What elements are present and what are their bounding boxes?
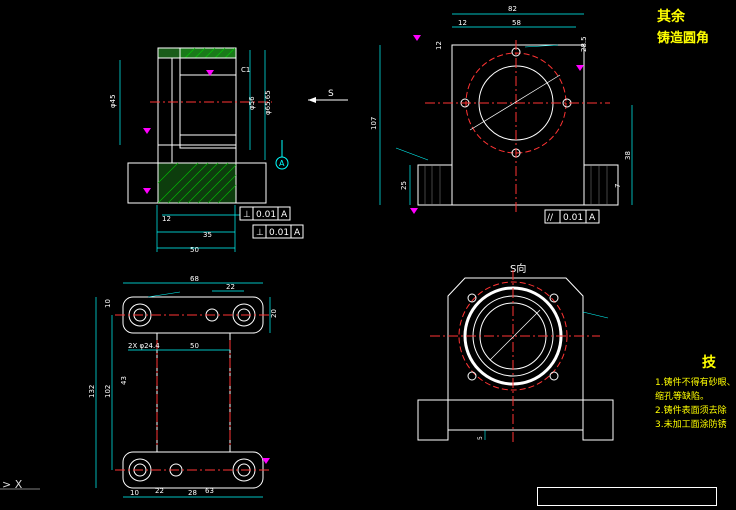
dim-58: 58 [512,19,521,27]
note-other: 其余 [657,9,685,25]
dim-phi56: φ56 [248,96,256,110]
svg-text:⊥: ⊥ [256,228,264,238]
svg-text://: // [547,213,554,223]
dim-left-12: 12 [162,215,171,223]
dim-22: 22 [226,283,235,291]
cad-drawing: φ45 φ56 φ65.65 C1 12 35 50 A ⊥ 0.01 A ⊥ … [0,5,633,498]
tolerance-perp-2: ⊥ 0.01 A [252,224,304,239]
dim-22-b: 22 [155,487,164,495]
tolerance-perp-1: ⊥ 0.01 A [239,206,291,221]
datum-a: A [279,159,285,168]
dim-7: 7 [614,184,622,188]
dim-38: 38 [624,151,632,160]
dim-82: 82 [508,5,517,13]
dim-10-b: 10 [130,489,139,497]
tech-item-1: 1.铸件不得有砂眼、 [655,378,736,388]
dim-25: 25 [400,181,408,190]
s-view-label: S向 [510,262,526,275]
tech-item-1b: 缩孔等缺陷。 [655,392,710,402]
dim-28: 28 [188,489,197,497]
tech-item-2: 2.铸件表面须去除 [655,406,727,416]
note-casting-fillet: 铸造圆角 [657,31,710,46]
front-view: 82 58 12 107 12 28.5 38 25 7 // 0.01 A [370,5,633,224]
dim-63: 63 [205,487,214,495]
view-arrow-s: S [308,89,348,103]
dim-5: 5 [477,436,484,440]
tolerance-parallel: // 0.01 A [544,209,600,224]
s-view: S向 5 [417,262,614,445]
dim-68: 68 [190,275,199,283]
title-block [537,487,717,506]
dim-10: 10 [104,299,112,308]
svg-text:0.01: 0.01 [269,228,289,238]
svg-text:A: A [294,228,301,238]
dim-phi45: φ45 [109,94,117,108]
dim-28-5: 28.5 [580,36,588,52]
tech-item-3: 3.未加工面涂防锈 [655,420,727,430]
dim-phi65: φ65.65 [264,90,272,115]
svg-text:0.01: 0.01 [256,210,276,220]
dim-102: 102 [104,385,112,398]
svg-text:0.01: 0.01 [563,213,583,223]
dim-50: 50 [190,342,199,350]
dim-left-35: 35 [203,231,212,239]
dim-107: 107 [370,117,378,130]
svg-text:A: A [589,213,596,223]
dim-12-side: 12 [435,41,443,50]
dim-43: 43 [120,376,128,385]
dim-c1: C1 [241,66,250,74]
svg-text:⊥: ⊥ [243,210,251,220]
dim-12: 12 [458,19,467,27]
dim-left-50: 50 [190,246,199,254]
svg-text:A: A [281,210,288,220]
dim-20: 20 [270,309,278,318]
dim-132: 132 [88,385,96,398]
command-line[interactable]: > X [2,478,23,491]
svg-text:S: S [328,89,334,99]
dim-phi-hole: 2X φ24.4 [128,342,160,350]
left-section-view: φ45 φ56 φ65.65 C1 12 35 50 A ⊥ 0.01 A ⊥ … [109,47,304,254]
tech-requirements-title: 技 [702,355,716,371]
top-view: 68 22 50 2X φ24.4 10 20 102 132 43 10 22… [88,275,278,498]
